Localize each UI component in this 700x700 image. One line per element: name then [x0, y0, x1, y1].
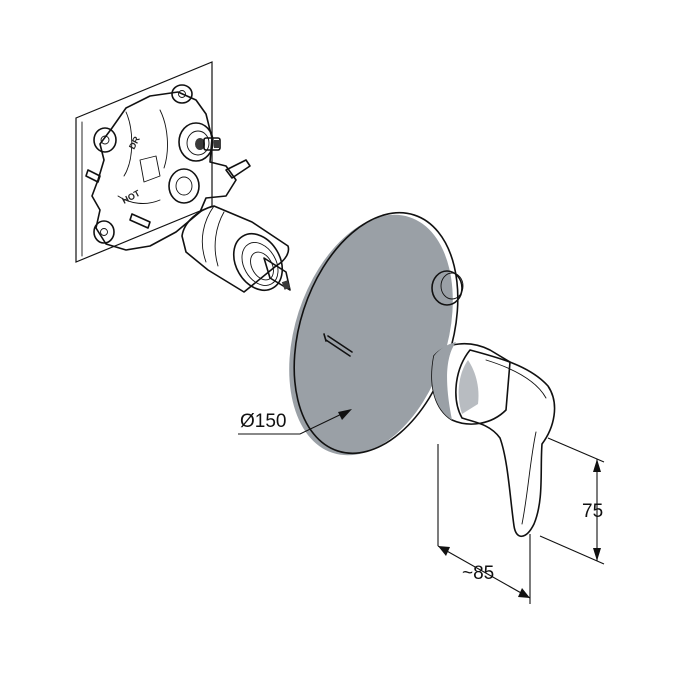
dimension-lines	[238, 409, 605, 604]
diverter-button	[431, 270, 464, 306]
depth-label: ~85	[462, 563, 495, 584]
rough-in-valve-body: DR HOT	[75, 61, 251, 263]
depth-dimension	[437, 444, 531, 604]
height-label: 75	[582, 501, 604, 522]
lever-handle	[431, 342, 556, 538]
stem-rod	[323, 333, 353, 357]
diameter-label: Ø150	[240, 411, 287, 432]
diameter-leader	[238, 409, 352, 435]
cartridge	[181, 205, 291, 293]
height-dimension	[539, 437, 605, 565]
valve-casting	[91, 91, 237, 251]
